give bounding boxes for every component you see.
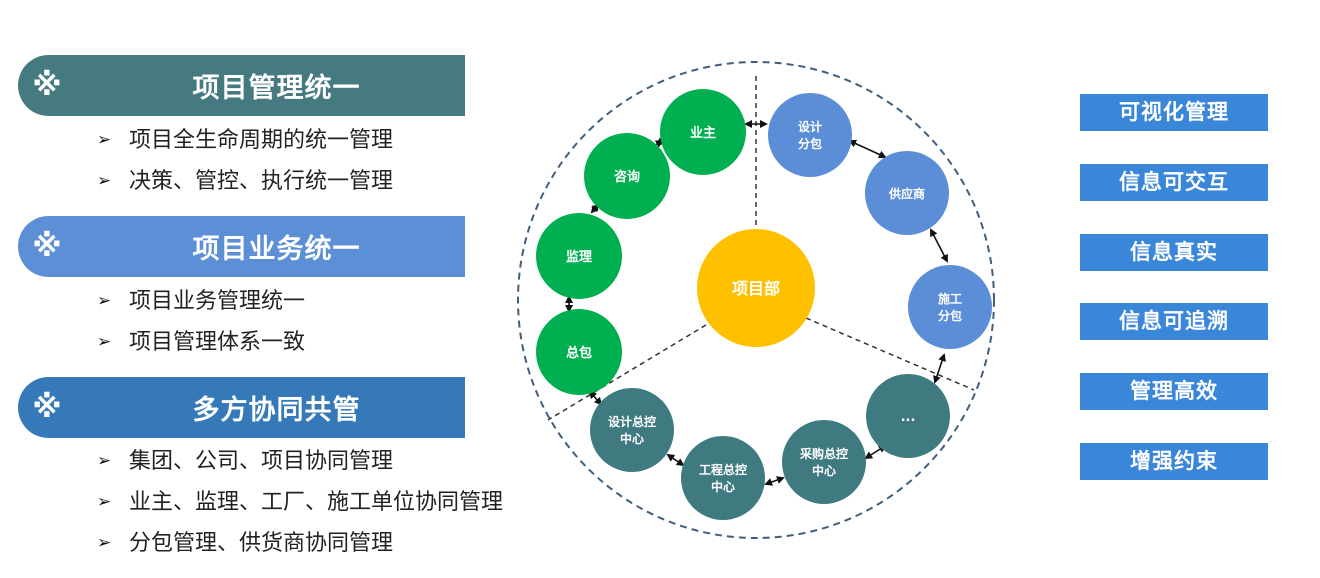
connector-arrow xyxy=(933,353,946,384)
node-label: 施工 xyxy=(938,291,962,306)
node-owner: 业主 xyxy=(660,89,746,175)
section-title: 项目管理统一 xyxy=(192,73,361,104)
arrow-bullet-icon: ➢ xyxy=(97,332,112,352)
arrow-bullet-icon: ➢ xyxy=(97,533,112,553)
reference-mark-icon: ※ xyxy=(32,229,62,264)
list-item-text: 项目管理体系一致 xyxy=(129,330,306,355)
list-item: ➢ 业主、监理、工厂、施工单位协同管理 xyxy=(97,482,503,523)
section-title: 多方协同共管 xyxy=(192,395,361,426)
node-label: 中心 xyxy=(812,463,836,478)
connector-arrow xyxy=(848,139,887,159)
node-label: 设计总控 xyxy=(608,414,656,429)
node-label: 分包 xyxy=(938,308,962,323)
node-label: 监理 xyxy=(566,249,592,265)
node-label: 咨询 xyxy=(614,169,640,185)
arrow-bullet-icon: ➢ xyxy=(97,291,112,311)
node-label: 业主 xyxy=(690,125,716,141)
arrow-bullet-icon: ➢ xyxy=(97,171,112,191)
node-supplier: 供应商 xyxy=(865,151,949,235)
list-item-text: 项目全生命周期的统一管理 xyxy=(129,128,394,153)
node-label: 中心 xyxy=(620,431,644,446)
node-construction-sub: 施工 分包 xyxy=(908,265,992,349)
node-label: 采购总控 xyxy=(799,446,848,461)
list-item-text: 项目业务管理统一 xyxy=(129,289,306,314)
node-more: ... xyxy=(866,374,950,458)
node-label: 供应商 xyxy=(888,186,925,201)
arrow-bullet-icon: ➢ xyxy=(97,130,112,150)
reference-mark-icon: ※ xyxy=(32,68,62,103)
connector-arrow xyxy=(588,390,603,406)
node-design-center: 设计总控 中心 xyxy=(590,388,674,472)
list-item: ➢ 项目管理体系一致 xyxy=(97,322,305,363)
node-engineering-center: 工程总控 中心 xyxy=(681,436,765,520)
tag-efficient-management: 管理高效 xyxy=(1080,373,1268,410)
connector-arrow xyxy=(930,228,948,263)
node-consult: 咨询 xyxy=(584,133,670,219)
node-label: 设计 xyxy=(798,119,822,134)
outer-dashed-circle xyxy=(517,61,995,539)
section-banner-business: ※ 项目业务统一 xyxy=(18,216,465,277)
section-list-business: ➢ 项目业务管理统一 ➢ 项目管理体系一致 xyxy=(97,281,305,363)
center-node-project-dept: 项目部 xyxy=(697,229,815,347)
node-general-contractor: 总包 xyxy=(536,309,622,395)
node-design-sub: 设计 分包 xyxy=(768,93,852,177)
tag-enhanced-constraint: 增强约束 xyxy=(1080,443,1268,480)
list-item-text: 分包管理、供货商协同管理 xyxy=(129,531,394,556)
section-list-management: ➢ 项目全生命周期的统一管理 ➢ 决策、管控、执行统一管理 xyxy=(97,120,393,202)
list-item: ➢ 项目业务管理统一 xyxy=(97,281,305,322)
node-label: 工程总控 xyxy=(699,462,747,477)
divider-line xyxy=(805,317,975,391)
list-item: ➢ 决策、管控、执行统一管理 xyxy=(97,161,393,202)
list-item-text: 集团、公司、项目协同管理 xyxy=(129,449,394,474)
node-label: 项目部 xyxy=(732,279,780,298)
list-item-text: 决策、管控、执行统一管理 xyxy=(129,169,394,194)
section-list-collaboration: ➢ 集团、公司、项目协同管理 ➢ 业主、监理、工厂、施工单位协同管理 ➢ 分包管理、供… xyxy=(97,441,503,564)
list-item: ➢ 分包管理、供货商协同管理 xyxy=(97,523,503,564)
node-label: 中心 xyxy=(711,479,735,494)
connector-arrow xyxy=(666,453,685,467)
tag-visual-management: 可视化管理 xyxy=(1080,94,1268,131)
node-supervisor: 监理 xyxy=(536,213,622,299)
tag-interactive-info: 信息可交互 xyxy=(1080,164,1268,201)
divider-line xyxy=(547,324,707,421)
list-item: ➢ 项目全生命周期的统一管理 xyxy=(97,120,393,161)
node-purchase-center: 采购总控 中心 xyxy=(782,420,866,504)
arrow-bullet-icon: ➢ xyxy=(97,492,112,512)
list-item-text: 业主、监理、工厂、施工单位协同管理 xyxy=(129,490,504,515)
node-label: ... xyxy=(901,410,916,425)
node-label: 分包 xyxy=(798,136,822,151)
section-banner-collaboration: ※ 多方协同共管 xyxy=(18,377,465,438)
connector-arrow xyxy=(764,476,785,486)
section-banner-management: ※ 项目管理统一 xyxy=(18,55,465,116)
list-item: ➢ 集团、公司、项目协同管理 xyxy=(97,441,503,482)
section-title: 项目业务统一 xyxy=(192,234,361,265)
arrow-bullet-icon: ➢ xyxy=(97,451,112,471)
tag-real-info: 信息真实 xyxy=(1080,234,1268,271)
tag-traceable-info: 信息可追溯 xyxy=(1080,303,1268,340)
reference-mark-icon: ※ xyxy=(32,390,62,425)
node-label: 总包 xyxy=(566,345,592,361)
